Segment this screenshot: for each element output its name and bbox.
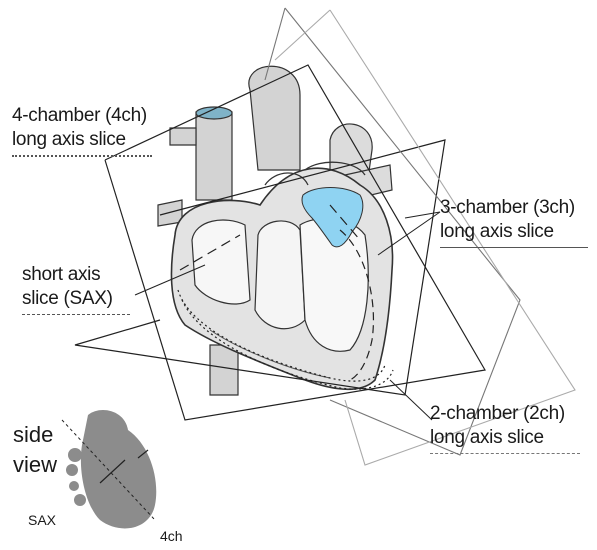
short-axis-label: short axis slice (SAX) <box>22 263 130 315</box>
side-view-title-line1: side <box>13 420 57 450</box>
side-view-sax-label: SAX <box>28 512 56 528</box>
side-view-title-line2: view <box>13 450 57 480</box>
two-chamber-label-line2: long axis slice <box>430 426 580 454</box>
four-chamber-label-line1: 4-chamber (4ch) <box>12 104 152 128</box>
side-view-heart <box>62 410 156 528</box>
two-chamber-label: 2-chamber (2ch) long axis slice <box>430 402 580 454</box>
side-view-4ch-label: 4ch <box>160 528 183 544</box>
three-chamber-label: 3-chamber (3ch) long axis slice <box>440 196 588 248</box>
side-view-title: side view <box>13 420 57 480</box>
short-axis-label-line1: short axis <box>22 263 130 287</box>
two-chamber-label-line1: 2-chamber (2ch) <box>430 402 580 426</box>
four-chamber-label: 4-chamber (4ch) long axis slice <box>12 104 152 157</box>
short-axis-label-line2: slice (SAX) <box>22 287 130 315</box>
three-chamber-label-line1: 3-chamber (3ch) <box>440 196 588 220</box>
three-chamber-label-line2: long axis slice <box>440 220 588 248</box>
four-chamber-label-line2: long axis slice <box>12 128 152 157</box>
